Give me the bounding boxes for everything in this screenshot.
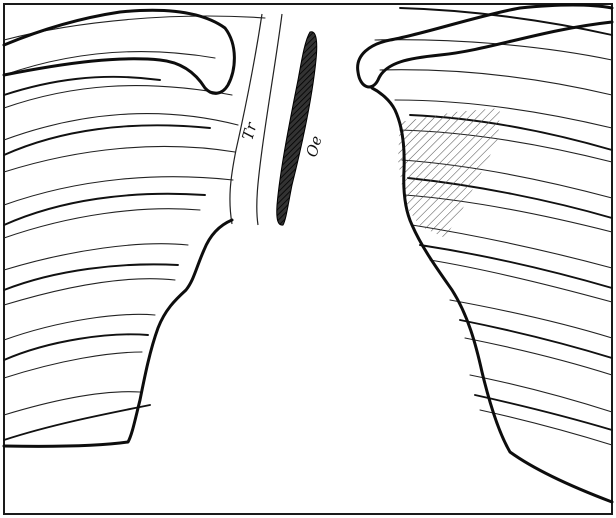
- left-rib: [4, 352, 142, 378]
- left-rib: [4, 177, 233, 205]
- left-rib: [4, 405, 150, 440]
- right-clavicle-outline: [358, 5, 612, 87]
- left-rib: [4, 334, 148, 360]
- left-rib: [4, 194, 205, 225]
- left-rib: [4, 244, 188, 270]
- left-ribs: [4, 16, 265, 440]
- right-rib: [375, 40, 612, 60]
- left-rib: [4, 52, 215, 75]
- left-rib: [4, 264, 178, 290]
- right-ribs: [375, 8, 612, 445]
- right-rib: [420, 245, 612, 288]
- left-rib: [4, 314, 155, 340]
- right-rib: [450, 300, 612, 338]
- oesophagus-label: Oe: [303, 134, 326, 159]
- trachea-label: Tr: [239, 120, 261, 142]
- hatched-lesion: [398, 108, 500, 238]
- right-rib: [460, 320, 612, 358]
- right-rib: [465, 338, 612, 375]
- oesophagus-band: [277, 32, 317, 225]
- left-rib: [4, 146, 235, 172]
- right-rib: [475, 395, 612, 430]
- right-rib: [380, 70, 612, 95]
- left-rib: [4, 86, 232, 108]
- left-rib: [4, 279, 175, 305]
